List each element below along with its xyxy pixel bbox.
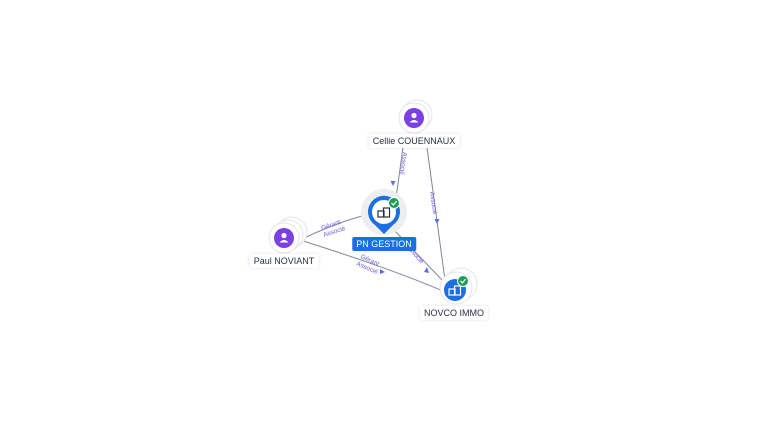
edge-label: Associé [398,152,408,176]
building-icon [377,207,391,218]
node-label-pn-gestion[interactable]: PN GESTION [352,237,416,251]
edge-arrow [434,219,440,224]
check-icon [457,275,469,287]
node-cellie[interactable] [398,99,433,134]
node-label-novco[interactable]: NOVCO IMMO [420,306,488,320]
person-icon [404,108,424,128]
check-icon [388,197,400,209]
node-pn-gestion[interactable] [361,189,407,235]
node-label-paul[interactable]: Paul NOVIANT [249,254,319,268]
edge-arrow [424,267,429,273]
person-icon [274,228,294,248]
node-label-cellie[interactable]: Cellie COUENNAUX [368,134,460,148]
edge-arrow [380,269,385,274]
node-paul[interactable] [268,216,308,254]
node-novco[interactable] [439,267,478,305]
edge-cellie-novco[interactable] [425,139,446,281]
building-icon [448,285,462,296]
edge-cellie-pn[interactable] [395,139,405,199]
edge-label: Associé [428,191,438,215]
edge-paul-novco[interactable] [299,239,446,293]
edge-arrow [390,181,396,186]
